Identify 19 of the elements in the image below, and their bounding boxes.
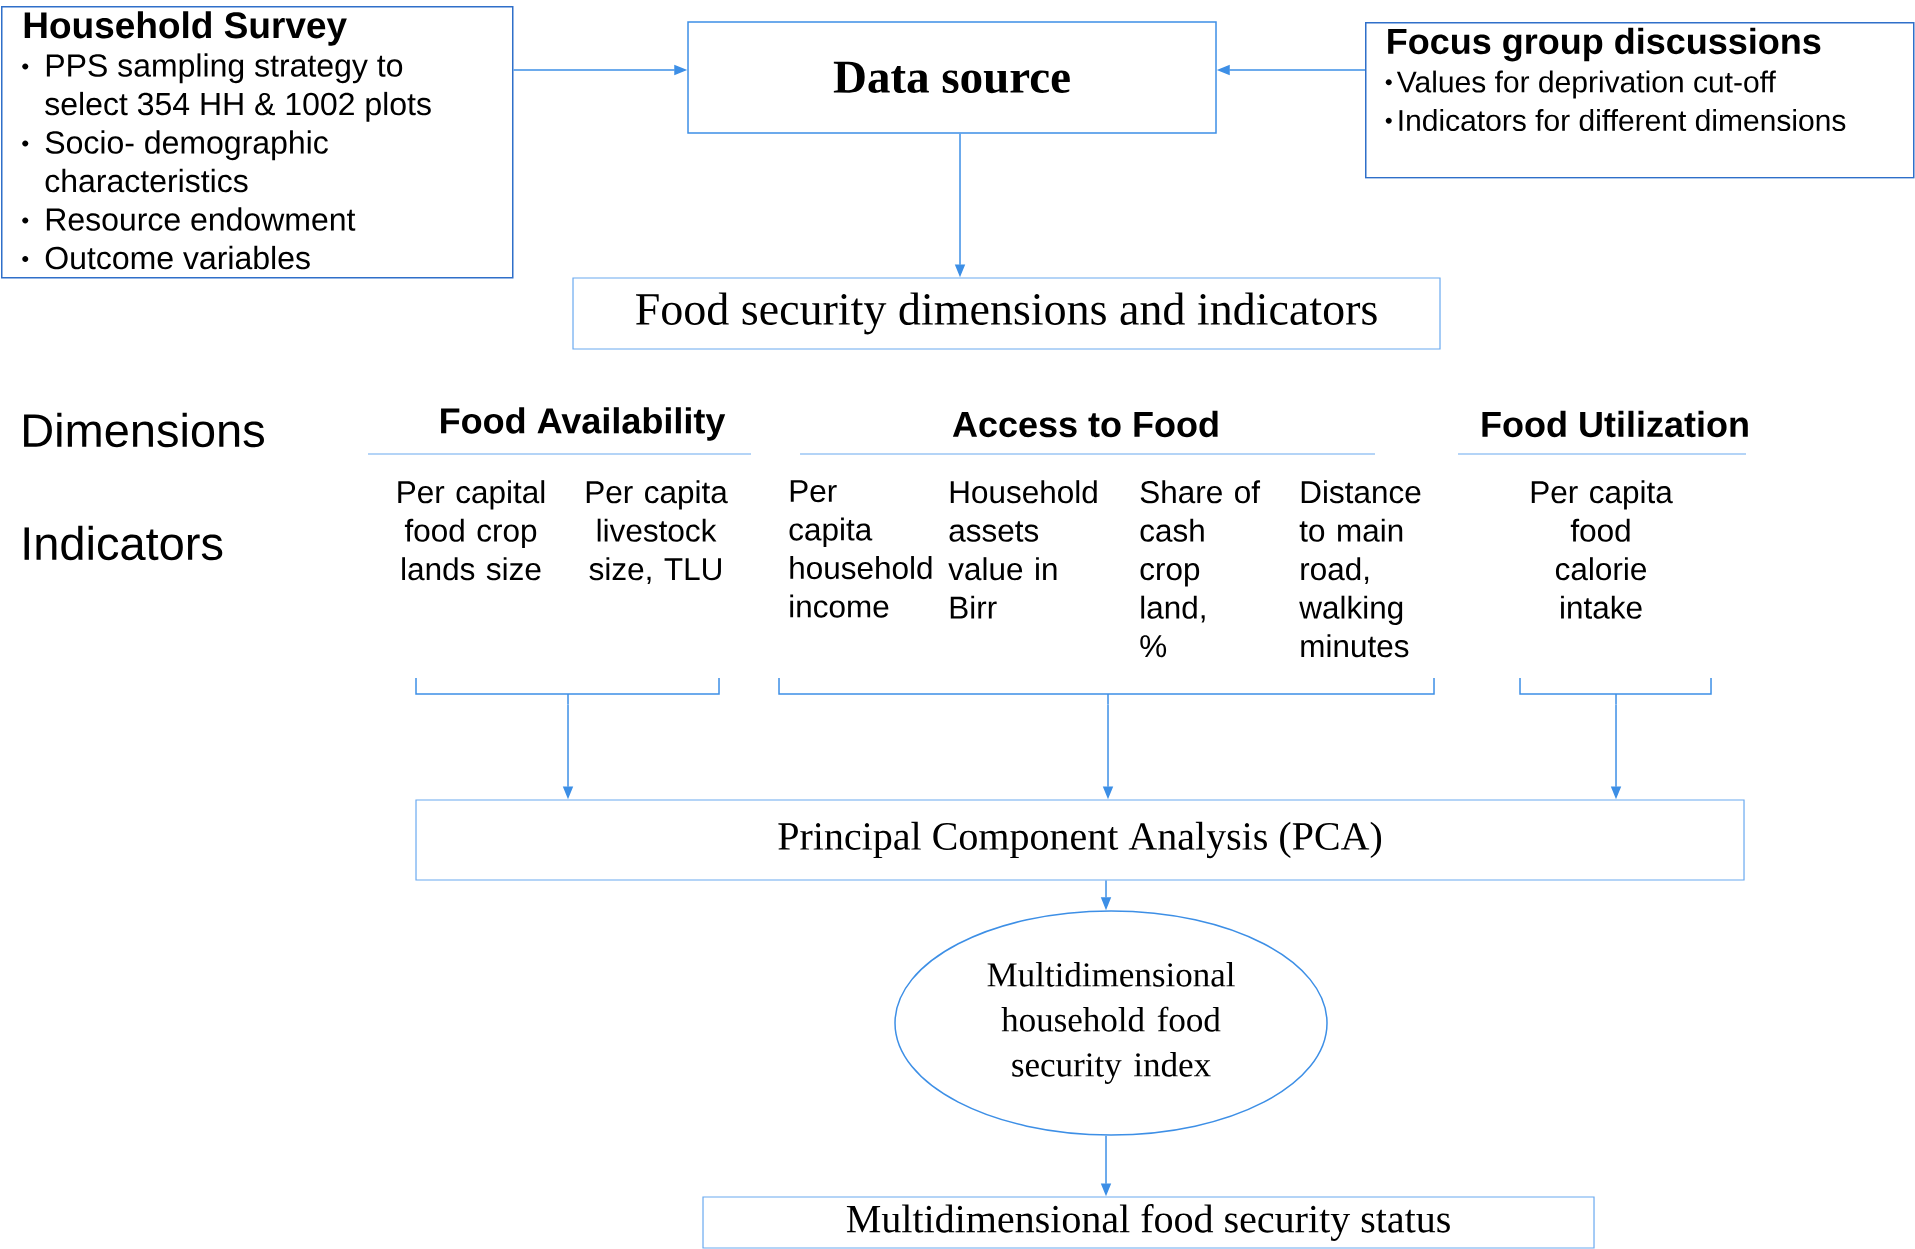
text-box: Focus group discussions Values for deprivation cut-off Indicators for different dimensions [1365, 22, 1915, 179]
dimension-heading: Food Availability [367, 407, 752, 455]
bracket [778, 677, 1435, 705]
process-box: Multidimensional food security status [702, 1196, 1595, 1249]
indicator-label: Per capital food crop lands size [398, 480, 545, 581]
indicator-label: Per capita food calorie intake [1531, 480, 1673, 619]
dimension-heading: Access to Food [799, 410, 1376, 455]
process-box: Principal Component Analysis (PCA) [415, 799, 1745, 881]
indicator-label: Household assets value in Birr [948, 480, 1097, 619]
process-box: Food security dimensions and indicators [572, 277, 1441, 350]
process-box: Data source [687, 21, 1217, 134]
text-box: Household Survey PPS sampling strategy to select 354 HH & 1002 plots Socio- demographic characteristics Resource endowment Outcome variables [1, 6, 514, 279]
dimension-heading: Food Utilization [1457, 410, 1748, 455]
bracket [1519, 677, 1712, 705]
bracket [415, 677, 720, 705]
indicator-label: Per capita household income [789, 480, 932, 618]
indicator-label: Per capita livestock size, TLU [586, 480, 728, 585]
row-label: Dimensions [24, 412, 264, 448]
row-label: Indicators [24, 525, 223, 561]
